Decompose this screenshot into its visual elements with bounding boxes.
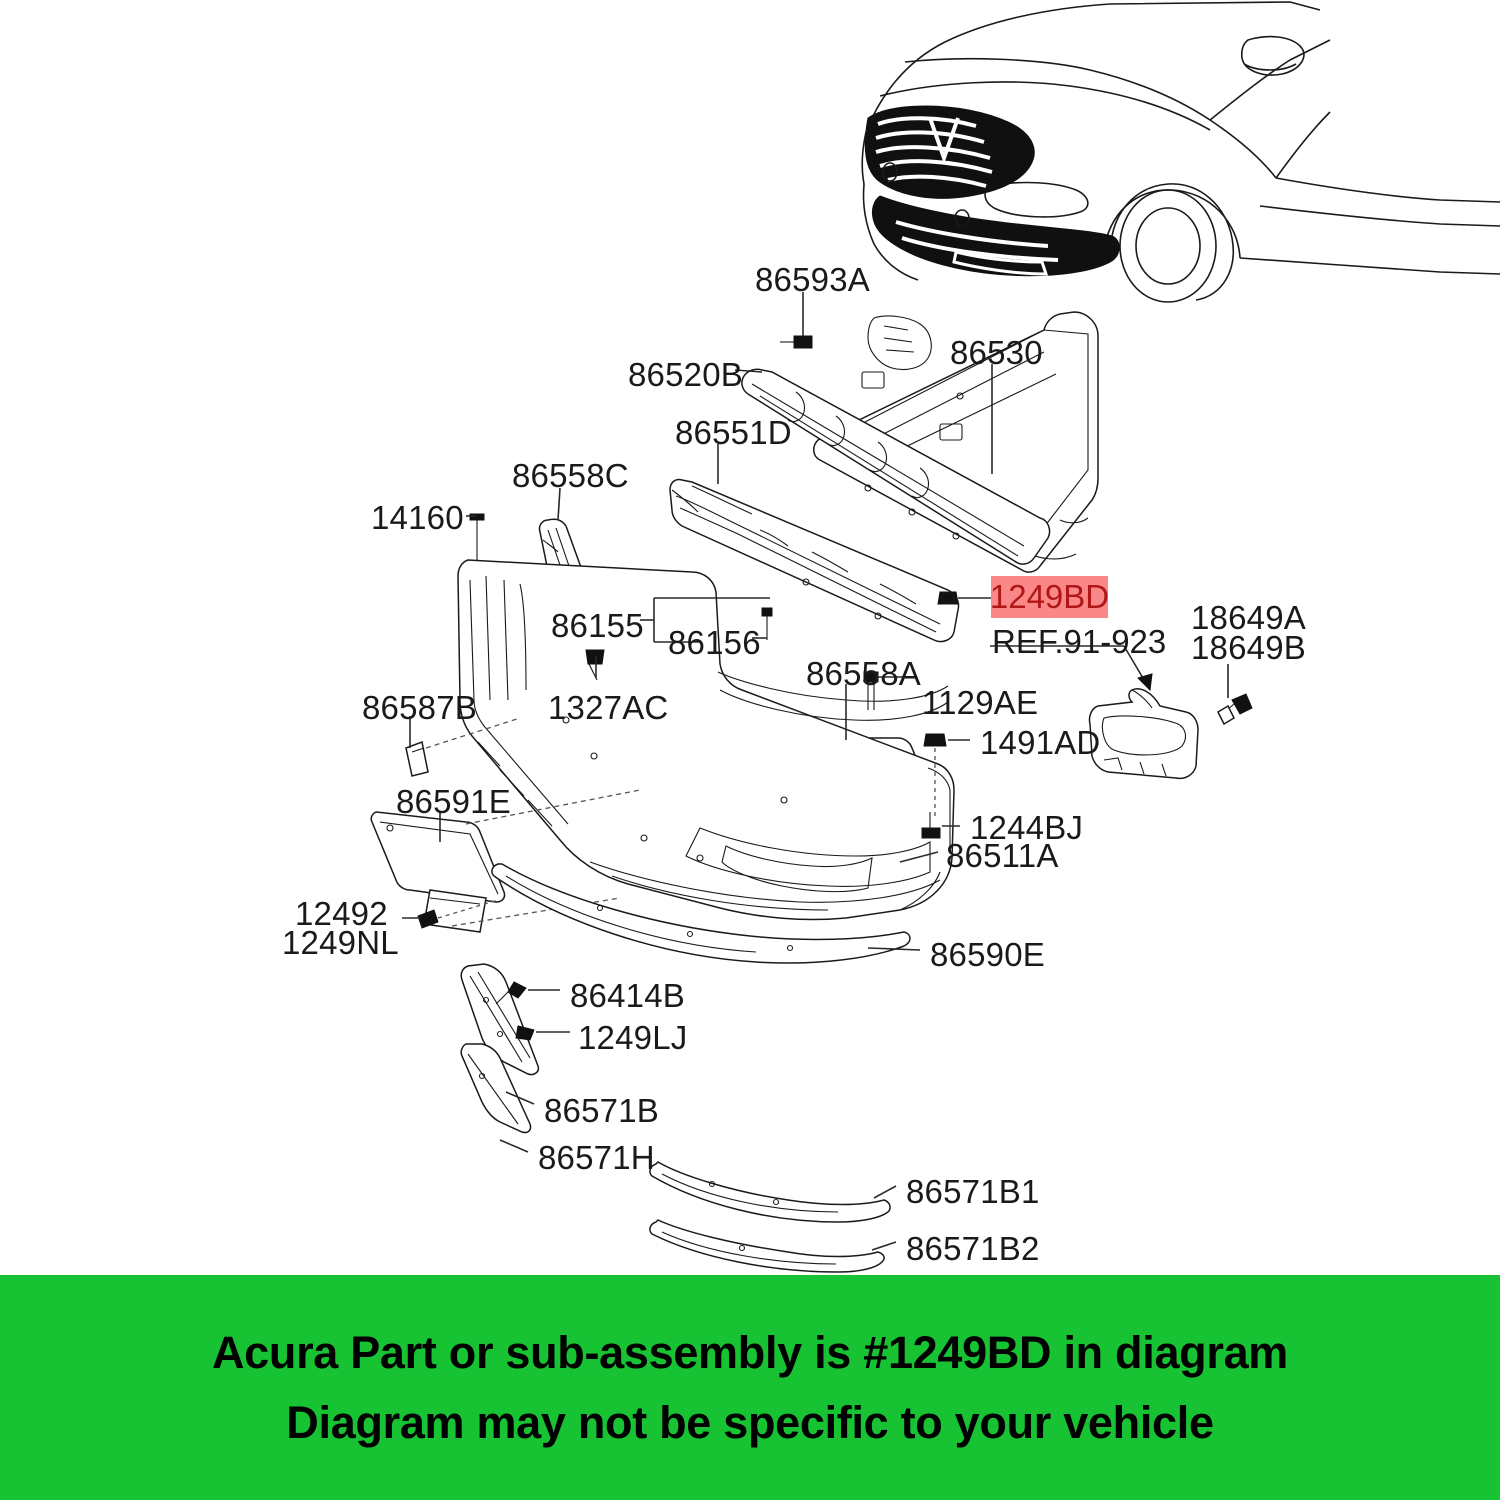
fastener-1249BD-highlighted: [937, 591, 959, 605]
fastener-1249LJ: [515, 1025, 535, 1041]
part-86591E-license-bracket: [370, 789, 641, 933]
part-label-1327AC: 1327AC: [548, 689, 669, 726]
part-label-86590E: 86590E: [930, 936, 1045, 973]
part-86571B2-molding: [649, 1219, 885, 1273]
part-label-86571B2: 86571B2: [906, 1230, 1040, 1267]
part-86593A-clip: [780, 335, 813, 349]
notice-banner: Acura Part or sub-assembly is #1249BD in…: [0, 1275, 1500, 1500]
reference-label: REF.91-923: [992, 623, 1167, 660]
banner-line-2: Diagram may not be specific to your vehi…: [286, 1396, 1214, 1448]
banner-line-1: Acura Part or sub-assembly is #1249BD in…: [211, 1326, 1289, 1378]
part-label-1244BJ: 1244BJ: [970, 809, 1084, 846]
part-label-86511A: 86511A: [946, 837, 1059, 874]
part-86571H-molding: [460, 1043, 532, 1134]
part-label-1249NL: 1249NL: [282, 924, 399, 961]
part-label-86587B: 86587B: [362, 689, 477, 726]
part-86571B1-molding: [649, 1161, 891, 1223]
part-86530-bumper-beam: [813, 311, 1099, 573]
part-label-86593A: 86593A: [755, 261, 870, 298]
part-label-86414B: 86414B: [570, 977, 685, 1014]
part-label-86558C: 86558C: [512, 457, 629, 494]
fastener-12492: [417, 899, 499, 929]
part-label-1491AD: 1491AD: [980, 724, 1101, 761]
part-label-86571H: 86571H: [538, 1139, 655, 1176]
part-label-86571B1: 86571B1: [906, 1173, 1040, 1210]
part-86571B-molding: [460, 963, 540, 1076]
part-label-86571B: 86571B: [544, 1092, 659, 1129]
fastener-1244BJ: [921, 812, 941, 839]
part-fog-lamp-assembly: [1088, 688, 1199, 780]
part-label-18649B: 18649B: [1191, 629, 1306, 666]
part-label-14160: 14160: [371, 499, 464, 536]
fastener-1129AE: [863, 671, 879, 710]
diagram-illustration: [370, 1, 1500, 1273]
part-86520B-energy-absorber: [741, 368, 1051, 565]
part-label-86156: 86156: [668, 624, 761, 661]
part-86587B-bracket: [405, 717, 521, 777]
fastener-14160: [469, 513, 485, 560]
diagram-canvas: 86593A 86530 86520B 86551D 86558C 14160 …: [282, 1, 1500, 1273]
part-label-1249LJ: 1249LJ: [578, 1019, 688, 1056]
part-label-86530: 86530: [950, 334, 1043, 371]
fastener-86156: [761, 607, 773, 640]
leader-lines: [402, 292, 1229, 1251]
fastener-1491AD: [923, 733, 947, 820]
part-18649-bulb: [1217, 693, 1253, 726]
part-label-86155: 86155: [551, 607, 644, 644]
part-label-18649A: 18649A: [1191, 599, 1306, 636]
part-label-86520B: 86520B: [628, 356, 743, 393]
part-label-86558A: 86558A: [806, 655, 921, 692]
part-label-86551D: 86551D: [675, 414, 792, 451]
part-86511A-bumper-cover: [457, 559, 955, 921]
highlighted-part-box: 1249BD: [989, 576, 1110, 618]
part-label-1129AE: 1129AE: [922, 684, 1039, 721]
vehicle-illustration: [861, 1, 1500, 303]
highlighted-part-number: 1249BD: [989, 578, 1110, 615]
part-label-12492: 12492: [295, 895, 388, 932]
part-label-86591E: 86591E: [396, 783, 511, 820]
fastener-86414B: [495, 981, 527, 1005]
part-86590E-lower-cover: [491, 863, 911, 964]
